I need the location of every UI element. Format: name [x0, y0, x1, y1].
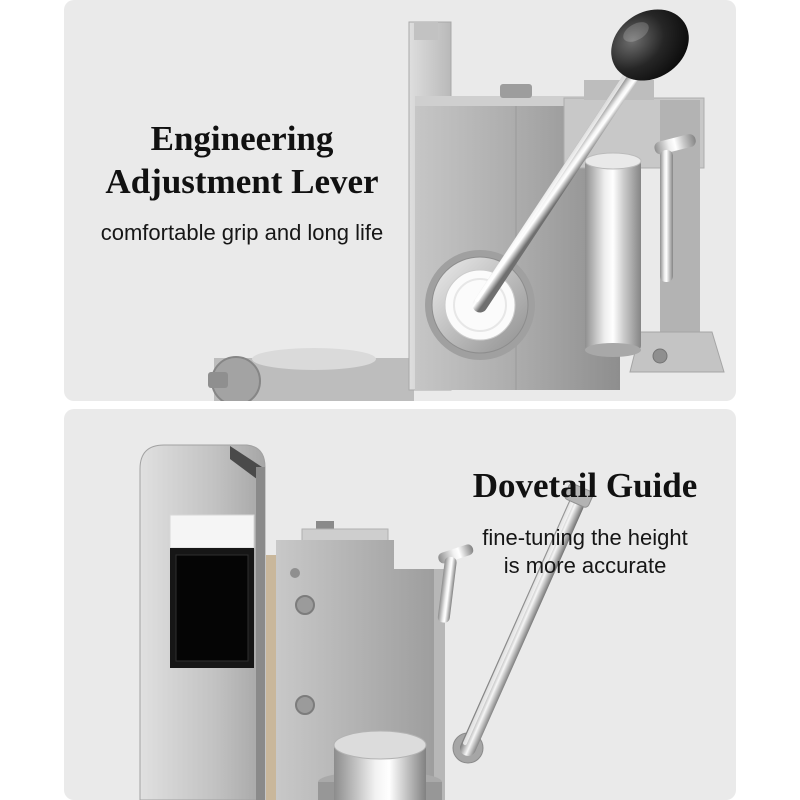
top-subtitle: comfortable grip and long life — [100, 220, 384, 246]
bottom-caption: Dovetail Guide fine-tuning the height is… — [435, 465, 735, 581]
lever-knob — [611, 9, 689, 81]
bottom-title-text: Dovetail Guide — [472, 466, 698, 505]
base-cylinder — [318, 730, 442, 800]
small-handle — [437, 544, 474, 623]
column-sticker — [169, 514, 255, 668]
top-title-line1: Engineering — [150, 119, 334, 158]
bottom-subtitle-line1: fine-tuning the height — [482, 524, 688, 550]
lever-shaft — [472, 40, 658, 313]
adjustment-lever-photo — [208, 9, 725, 401]
bottom-title: Dovetail Guide — [435, 465, 735, 508]
top-title-line2: Adjustment Lever — [105, 161, 379, 201]
feed-lever — [460, 483, 594, 756]
dovetail-strip — [266, 555, 276, 800]
panel-dovetail-guide: Dovetail Guide fine-tuning the height is… — [64, 409, 736, 800]
column-clamp — [208, 348, 414, 401]
bottom-subtitle-line2: is more accurate — [503, 553, 667, 579]
top-caption: Engineering Adjustment Lever comfortable… — [72, 118, 412, 248]
dovetail-guide-photo — [139, 444, 594, 800]
chrome-cylinder — [584, 152, 642, 357]
side-handle — [654, 134, 696, 282]
top-title: Engineering Adjustment Lever — [72, 118, 412, 203]
bottom-subtitle: fine-tuning the height is more accurate — [435, 524, 735, 581]
panel-adjustment-lever: Engineering Adjustment Lever comfortable… — [64, 0, 736, 401]
